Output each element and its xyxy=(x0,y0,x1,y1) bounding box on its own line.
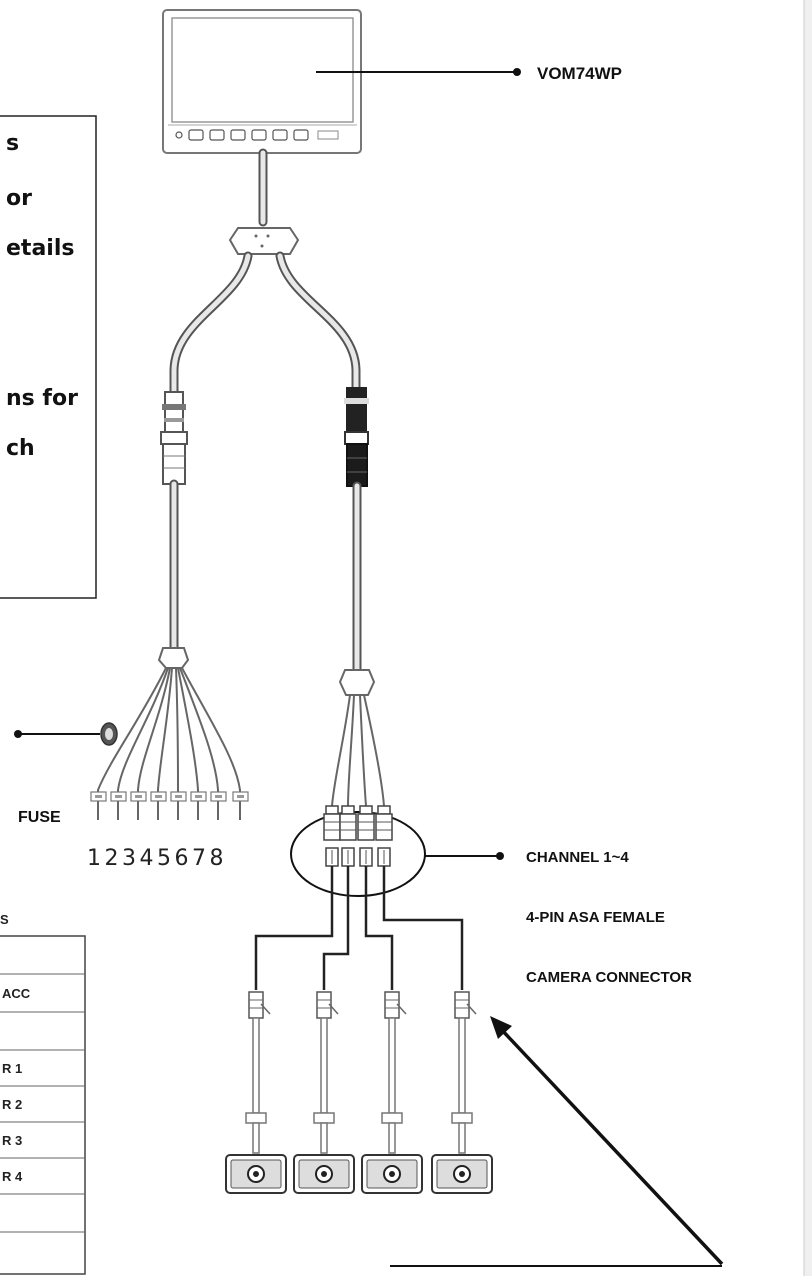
power-fanout xyxy=(90,647,249,820)
right-connector xyxy=(344,387,369,675)
page-edge xyxy=(804,0,812,1276)
table-cell: R 1 xyxy=(2,1061,22,1076)
main-cable xyxy=(228,148,300,255)
monitor-buttons xyxy=(175,129,339,141)
camera-assembly xyxy=(431,991,493,1194)
camera-assembly xyxy=(293,991,355,1194)
left-connector xyxy=(160,391,188,655)
channel-connector-circle xyxy=(290,811,426,897)
channel-label-1: CHANNEL 1~4 xyxy=(526,849,629,866)
table-cell: R 4 xyxy=(2,1169,23,1184)
table-cell: R 2 xyxy=(2,1097,22,1112)
fuse-label: FUSE xyxy=(18,809,61,826)
note-box: s or etails ns for ch xyxy=(0,115,97,599)
channel-label-2: 4-PIN ASA FEMALE xyxy=(526,909,665,926)
pin-numbers: 12345678 xyxy=(87,846,227,871)
fuse-leader-dot xyxy=(14,730,22,738)
note-line-3: etails xyxy=(6,236,74,261)
camera-assembly xyxy=(225,991,287,1194)
y-splitter xyxy=(228,227,300,255)
camera-assembly xyxy=(361,991,423,1194)
monitor-label: VOM74WP xyxy=(537,64,622,83)
monitor-leader-dot xyxy=(513,68,521,76)
channel-leader-dot xyxy=(496,852,504,860)
split-cables xyxy=(169,251,361,400)
channel-fanout xyxy=(290,669,426,897)
channel-label-3: CAMERA CONNECTOR xyxy=(526,969,692,986)
camera-cables xyxy=(254,866,464,990)
pin-table: S ACC R 1 R 2 R 3 R 4 xyxy=(0,912,86,1275)
note-line-4: ns for xyxy=(6,386,78,411)
note-line-1: s xyxy=(6,131,19,156)
note-line-2: or xyxy=(6,186,32,211)
monitor xyxy=(162,9,362,154)
note-line-5: ch xyxy=(6,436,35,461)
pointer-arrowhead xyxy=(490,1016,512,1039)
table-cell: R 3 xyxy=(2,1133,22,1148)
pointer-arrow-line xyxy=(498,1026,724,1266)
table-header: S xyxy=(0,912,9,927)
table-cell: ACC xyxy=(2,986,31,1001)
